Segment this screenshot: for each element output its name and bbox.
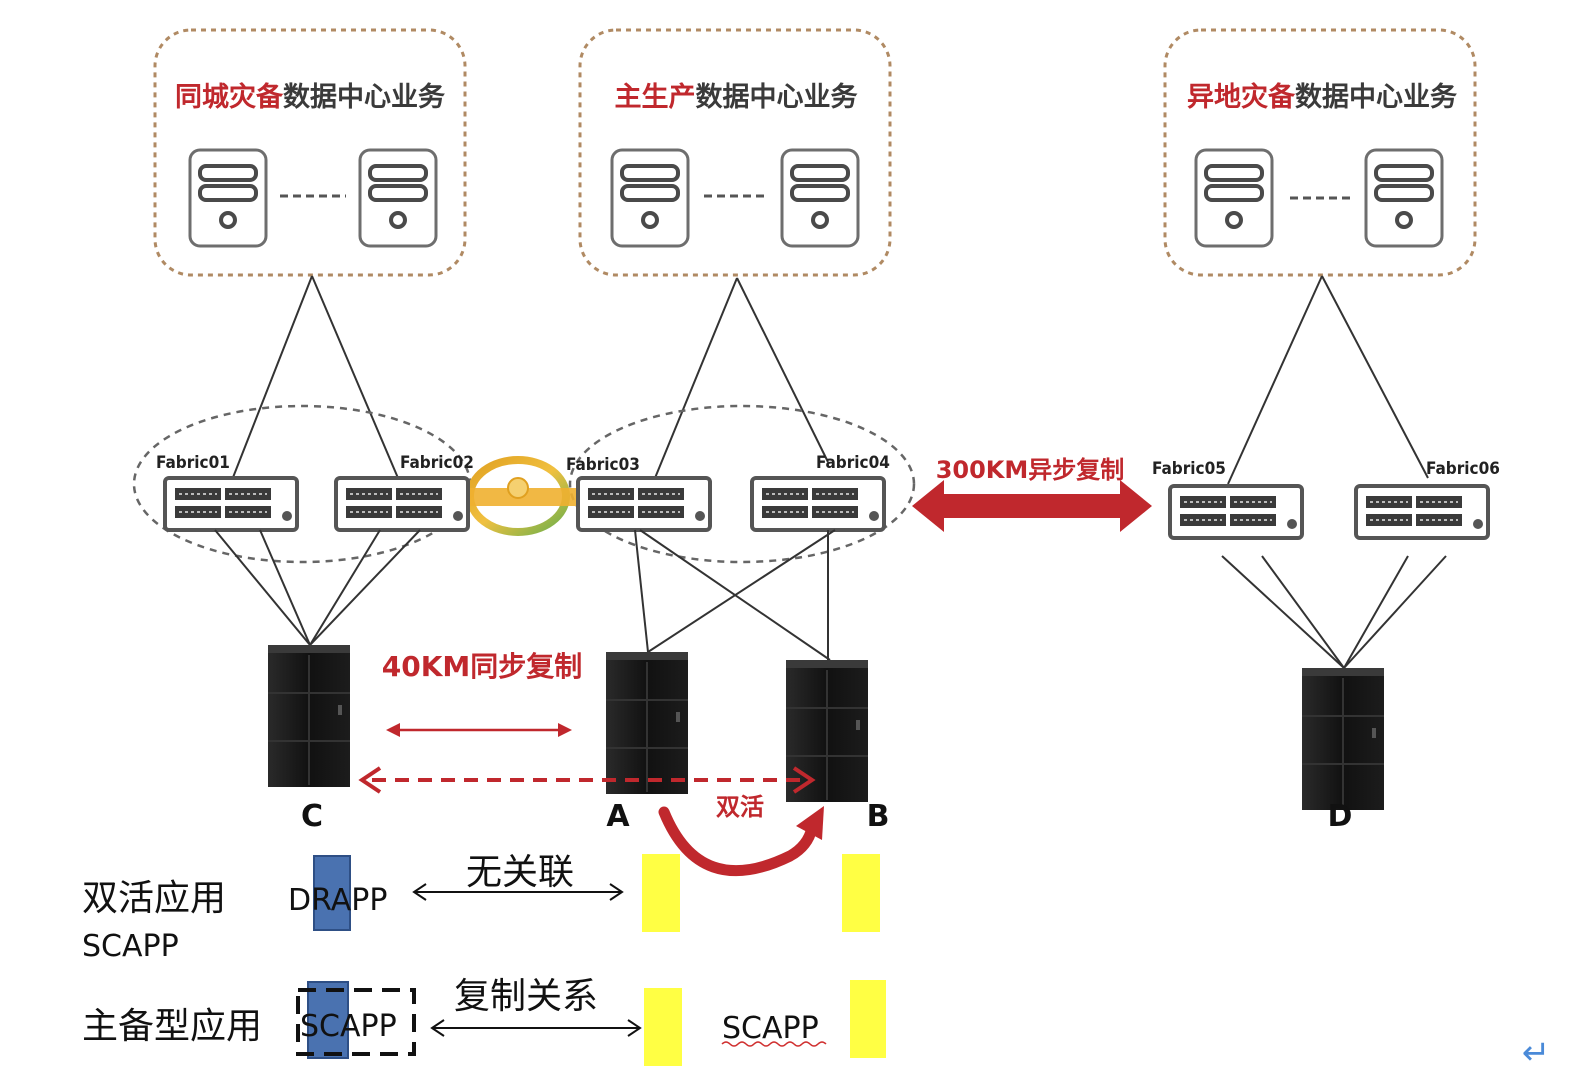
- dc3-title-red: 异地灾备: [1187, 81, 1296, 113]
- legend-row1-sub: SCAPP: [82, 929, 179, 964]
- svg-text:同城灾备数据中心业务: 同城灾备数据中心业务: [175, 81, 445, 113]
- switch-fabric04: [750, 476, 886, 532]
- fabric02-label: Fabric02: [400, 453, 474, 473]
- legend-row1-box-label: DRAPP: [288, 883, 387, 918]
- relation-arrow-row1: [412, 883, 624, 901]
- storage-cabinet-d: [1301, 667, 1385, 811]
- sync-replication-arrow: [386, 723, 572, 737]
- app-block-yellow-a-row2: [644, 988, 682, 1066]
- storage-label-b: B: [867, 799, 890, 834]
- server-icon: [1364, 148, 1444, 248]
- legend-row2-box-label: SCAPP: [300, 1009, 397, 1044]
- svg-text:异地灾备数据中心业务: 异地灾备数据中心业务: [1187, 81, 1457, 113]
- storage-label-d: D: [1328, 799, 1353, 834]
- app-block-yellow-b-row1: [842, 854, 880, 932]
- relation-arrow-row2: [430, 1019, 642, 1037]
- server-icon: [358, 148, 438, 248]
- app-block-blue-row2: [307, 981, 349, 1059]
- switch-fabric06: [1354, 484, 1490, 540]
- dc3-title-dark: 数据中心业务: [1295, 82, 1457, 113]
- fabric05-label: Fabric05: [1152, 459, 1226, 479]
- datacenter-box-city-dr: 同城灾备数据中心业务: [153, 28, 467, 277]
- legend-row2-relation: 复制关系: [454, 976, 598, 1017]
- storage-label-a: A: [606, 799, 630, 834]
- spellcheck-underline: [721, 1041, 827, 1047]
- legend-row1-relation: 无关联: [466, 852, 574, 893]
- server-icon: [780, 148, 860, 248]
- interconnect-ring: [440, 456, 600, 536]
- active-active-curve-arrow: [658, 806, 824, 877]
- async-replication-label: 300KM异步复制: [936, 456, 1125, 484]
- storage-cabinet-c: [267, 644, 351, 788]
- sync-replication-label: 40KM同步复制: [382, 650, 583, 683]
- fabric01-label: Fabric01: [156, 453, 230, 473]
- active-active-label: 双活: [716, 793, 764, 821]
- switch-fabric02: [334, 476, 470, 532]
- svg-text:主生产数据中心业务: 主生产数据中心业务: [615, 82, 858, 113]
- fabric03-label: Fabric03: [566, 455, 640, 475]
- dc1-title-dark: 数据中心业务: [283, 82, 445, 113]
- fabric04-label: Fabric04: [816, 453, 890, 473]
- app-block-yellow-b-row2: [850, 980, 886, 1058]
- storage-cabinet-a: [605, 651, 689, 795]
- app-block-dashed-frame: [296, 988, 416, 1056]
- datacenter-box-remote-dr: 异地灾备数据中心业务: [1163, 28, 1477, 277]
- dc2-title-dark: 数据中心业务: [696, 82, 858, 113]
- server-icon: [1194, 148, 1274, 248]
- paragraph-return-icon: ↵: [1522, 1033, 1551, 1073]
- downlink-lines: [214, 529, 1447, 669]
- datacenter-box-primary: 主生产数据中心业务: [578, 28, 892, 277]
- legend-row2-title: 主备型应用: [82, 1006, 262, 1047]
- uplink-lines: [231, 275, 1429, 485]
- dashed-replication-arrow: [358, 766, 816, 794]
- legend-row1-title: 双活应用: [82, 878, 226, 919]
- server-icon: [188, 148, 268, 248]
- app-block-blue-row1: [313, 855, 351, 931]
- switch-fabric01: [163, 476, 299, 532]
- switch-fabric05: [1168, 484, 1304, 540]
- dc1-title-red: 同城灾备: [175, 81, 284, 113]
- switch-fabric03: [576, 476, 712, 532]
- async-replication-arrow: [912, 480, 1152, 532]
- server-icon: [610, 148, 690, 248]
- dc2-title-red: 主生产: [615, 82, 696, 113]
- fabric06-label: Fabric06: [1426, 459, 1500, 479]
- app-block-yellow-a-row1: [642, 854, 680, 932]
- fabric-group-ellipse-2: [568, 404, 916, 564]
- storage-label-c: C: [301, 799, 323, 834]
- legend-row2-right-label: SCAPP: [722, 1011, 819, 1046]
